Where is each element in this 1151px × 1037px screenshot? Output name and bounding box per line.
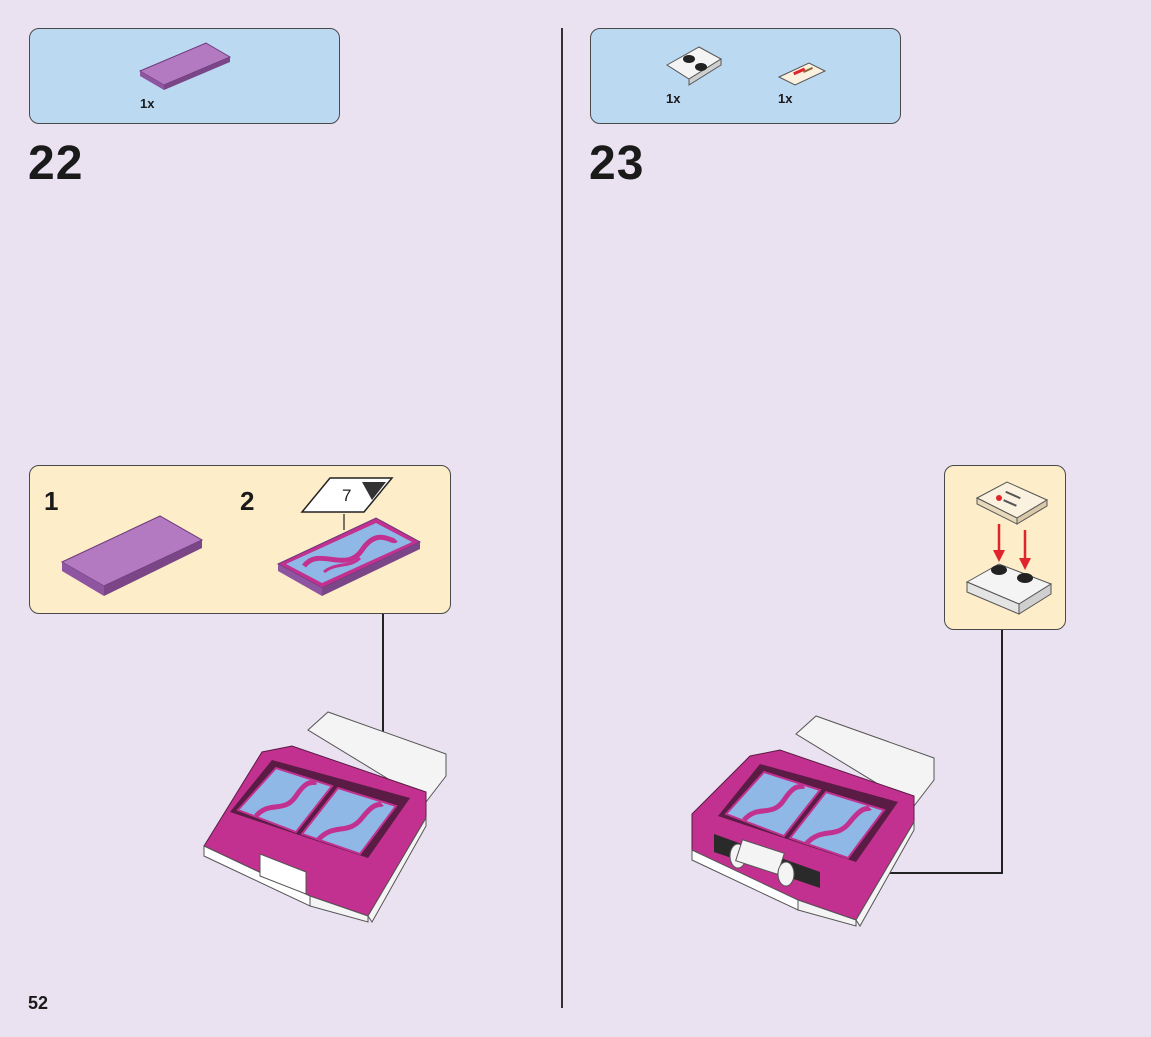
step-23-parts-panel: 1x 1x	[590, 28, 901, 124]
step-22-parts-panel: 1x	[29, 28, 340, 124]
purple-tile-part-icon	[138, 42, 232, 90]
stickered-tile-sub-step-2	[276, 514, 422, 596]
sub-step-number: 2	[240, 486, 255, 516]
printed-tile-with-red-arrows	[965, 481, 1053, 615]
step-23-sub-assembly-callout	[944, 465, 1066, 630]
sub-step-number: 1	[44, 486, 59, 516]
white-plate-part-icon	[666, 46, 722, 86]
part-qty: 1x	[666, 91, 681, 106]
part-qty: 1x	[140, 96, 155, 111]
purple-tile-sub-step-1	[60, 515, 204, 596]
sticker-callout-icon: 7	[300, 477, 394, 513]
page-number: 52	[28, 993, 49, 1013]
step-number: 23	[589, 137, 645, 190]
column-divider	[561, 28, 563, 1008]
sticker-number: 7	[342, 486, 351, 505]
step-23-bed-model	[691, 715, 935, 927]
part-qty: 1x	[778, 91, 793, 106]
printed-tile-part-icon	[777, 62, 827, 86]
step-22-bed-model	[203, 711, 447, 923]
step-22-sub-assembly-callout: 1 2 7	[29, 465, 451, 614]
step-number: 22	[28, 137, 84, 190]
